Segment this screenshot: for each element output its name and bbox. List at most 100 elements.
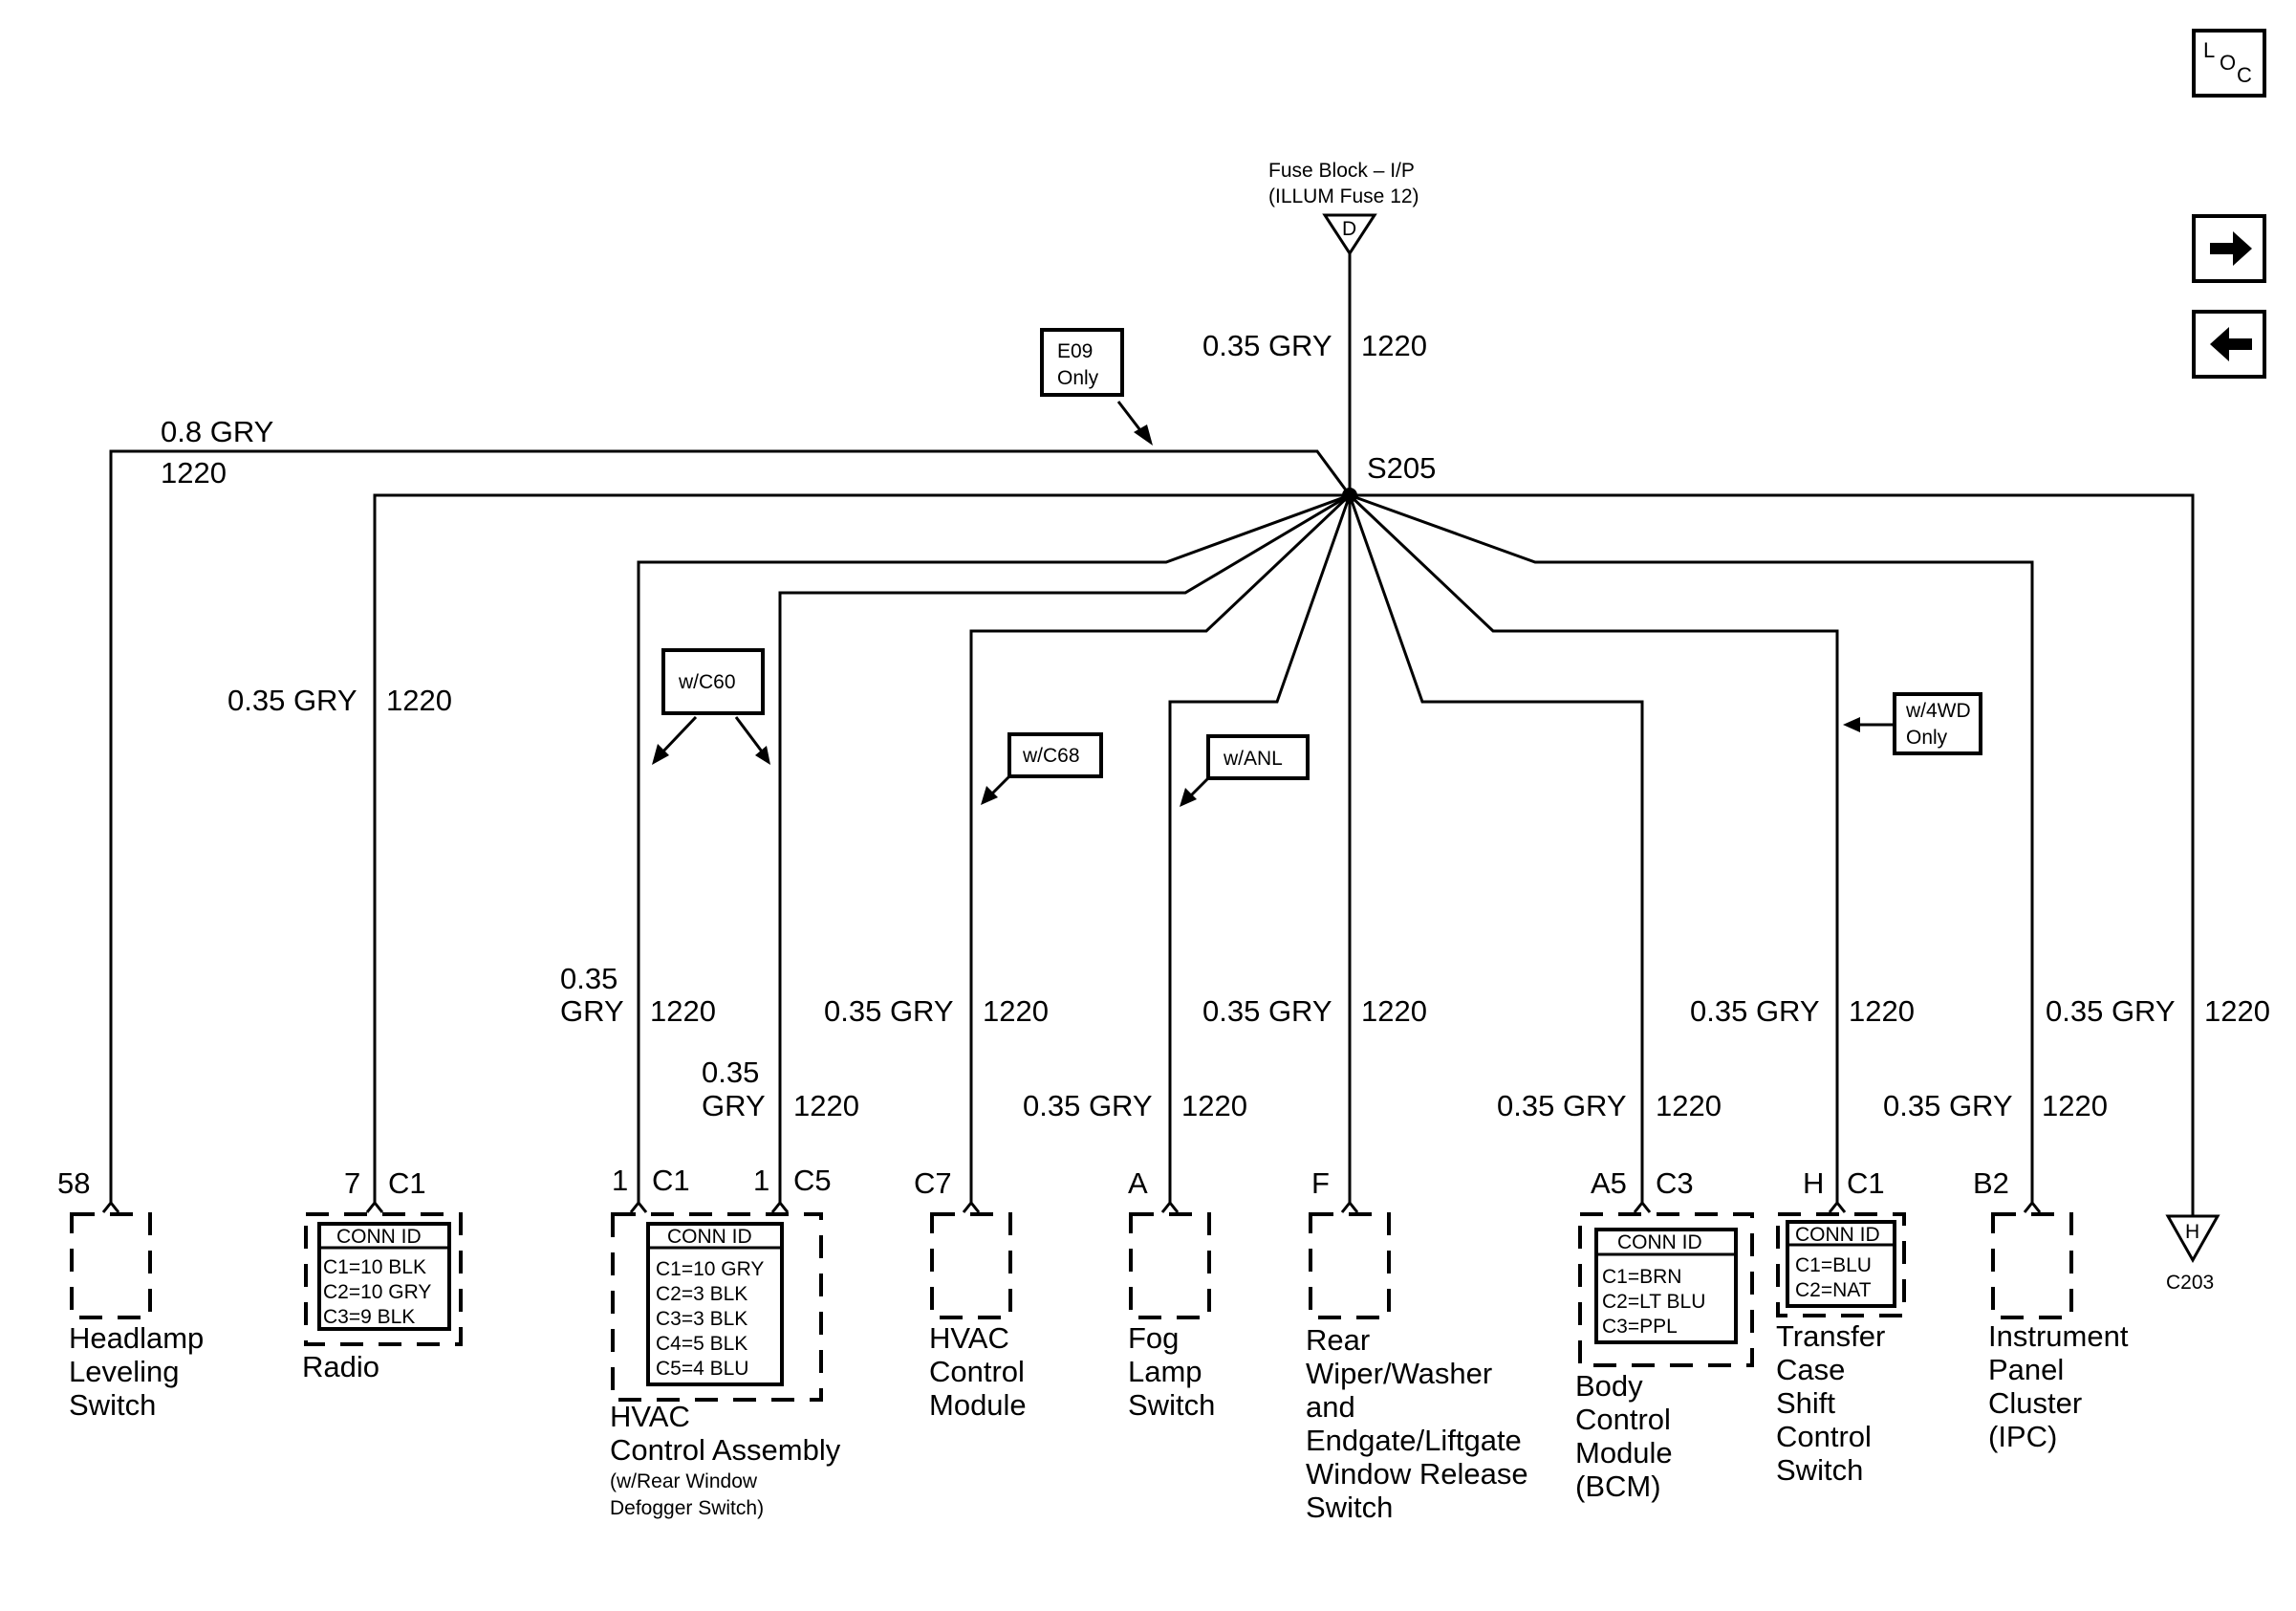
c203-terminal-label: H <box>2185 1221 2199 1243</box>
tcase-conn-id-2: C2=NAT <box>1795 1279 1872 1301</box>
bcm-pin-label: A5 <box>1591 1166 1627 1200</box>
bcm-conn-label: C3 <box>1656 1166 1694 1200</box>
hvac-conn-id-4: C4=5 BLK <box>656 1333 747 1355</box>
ipc-name-4: (IPC) <box>1988 1420 2057 1453</box>
wd4-arrowhead <box>1843 717 1860 732</box>
wire-hvac-module <box>969 493 1352 1205</box>
back-button[interactable] <box>2192 310 2266 379</box>
wire-fog-circuit: 1220 <box>1181 1089 1247 1122</box>
wire-hvac-c5-circuit: 1220 <box>793 1089 859 1122</box>
w-c60-box <box>661 648 765 715</box>
forward-button[interactable] <box>2192 214 2266 283</box>
wire-hvac-c5 <box>778 493 1351 1205</box>
ipc-pin-symbol <box>2023 1200 2042 1213</box>
radio-conn-label: C1 <box>388 1166 426 1200</box>
ipc-name-2: Panel <box>1988 1353 2064 1386</box>
wiper-name-1: Rear <box>1306 1323 1370 1357</box>
hvac-conn-id-2: C2=3 BLK <box>656 1283 747 1305</box>
wire-c203-size: 0.35 GRY <box>2046 994 2176 1028</box>
hvac-assy-note-2: Defogger Switch) <box>610 1497 764 1519</box>
headlamp-name-1: Headlamp <box>69 1321 204 1355</box>
hvac-c5-pin-label: 1 <box>753 1164 769 1197</box>
wiper-component-box <box>1309 1212 1391 1319</box>
wire-ipc-size: 0.35 GRY <box>1883 1089 2013 1122</box>
headlamp-name-2: Leveling <box>69 1355 179 1388</box>
w-4wd-label: w/4WD <box>1905 700 1971 722</box>
wire-hvac-module-circuit: 1220 <box>983 994 1049 1028</box>
hvac-conn-id-1: C1=10 GRY <box>656 1258 764 1280</box>
wire-fog-size: 0.35 GRY <box>1023 1089 1153 1122</box>
feed-wire-circuit: 1220 <box>1361 329 1427 362</box>
tcase-component-box <box>1776 1212 1906 1317</box>
hvac-module-name-2: Control <box>929 1355 1025 1388</box>
wire-fog <box>1168 494 1352 1205</box>
wiper-pin-label: F <box>1311 1166 1330 1200</box>
tcase-name-5: Switch <box>1776 1453 1863 1487</box>
w-anl-box <box>1206 734 1310 780</box>
wire-c203-circuit: 1220 <box>2204 994 2270 1028</box>
feed-wire-size: 0.35 GRY <box>1202 329 1332 362</box>
radio-component-box <box>304 1212 463 1346</box>
c203-label: C203 <box>2166 1272 2214 1294</box>
w-c68-box <box>1007 732 1103 778</box>
tcase-name-4: Control <box>1776 1420 1872 1453</box>
arrow-right-icon <box>2210 231 2252 266</box>
w-c68-label: w/C68 <box>1022 745 1080 767</box>
wire-headlamp-size: 0.8 GRY <box>161 415 273 448</box>
bcm-conn-id-3: C3=PPL <box>1602 1316 1678 1338</box>
svg-text:O: O <box>2220 51 2236 75</box>
hvac-assy-component-box <box>611 1212 823 1402</box>
radio-conn-id-1: C1=10 BLK <box>323 1256 426 1278</box>
wiper-name-4: Endgate/Liftgate <box>1306 1424 1522 1457</box>
c68-arrowhead <box>981 786 998 805</box>
tcase-pin-label: H <box>1803 1166 1824 1200</box>
arrow-left-icon <box>2210 327 2252 361</box>
fog-pin-symbol <box>1160 1200 1180 1213</box>
hvac-c1-pin-label: 1 <box>612 1164 628 1197</box>
headlamp-pin-symbol <box>101 1200 120 1213</box>
radio-pin-symbol <box>365 1200 384 1213</box>
wiper-pin-symbol <box>1340 1200 1359 1213</box>
c60-arrowhead-right <box>755 746 770 765</box>
tcase-conn-id-title: CONN ID <box>1795 1224 1880 1246</box>
wire-headlamp-circuit: 1220 <box>161 456 227 490</box>
wire-headlamp <box>109 449 1352 1205</box>
wire-tcase <box>1348 493 1839 1205</box>
headlamp-component-box <box>70 1212 152 1319</box>
w-anl-label: w/ANL <box>1223 748 1283 770</box>
radio-conn-id-3: C3=9 BLK <box>323 1306 415 1328</box>
loc-icon: L <box>2203 38 2215 62</box>
fuse-terminal-label: D <box>1342 218 1356 240</box>
radio-conn-id-box <box>317 1222 451 1331</box>
splice-label: S205 <box>1367 451 1436 485</box>
hvac-module-component-box <box>930 1212 1012 1319</box>
wire-bcm-circuit: 1220 <box>1656 1089 1722 1122</box>
ipc-component-box <box>1991 1212 2073 1319</box>
hvac-c5-conn-label: C5 <box>793 1164 832 1197</box>
bcm-name-3: Module <box>1575 1436 1673 1469</box>
svg-text:C: C <box>2237 63 2252 87</box>
tcase-conn-id-box <box>1786 1220 1896 1308</box>
wiper-name-5: Window Release <box>1306 1457 1528 1491</box>
hvac-module-name-1: HVAC <box>929 1321 1009 1355</box>
radio-pin-label: 7 <box>344 1166 360 1200</box>
anl-arrowhead <box>1180 788 1197 807</box>
bcm-name-4: (BCM) <box>1575 1469 1661 1503</box>
fog-name-1: Fog <box>1128 1321 1179 1355</box>
wire-wiper-size: 0.35 GRY <box>1202 994 1332 1028</box>
wire-tcase-size: 0.35 GRY <box>1690 994 1820 1028</box>
fog-pin-label: A <box>1128 1166 1148 1200</box>
anl-arrow <box>1189 776 1210 797</box>
bcm-conn-id-box <box>1594 1228 1738 1344</box>
c60-arrow-right <box>734 716 767 756</box>
w-4wd-only-label: Only <box>1906 727 1948 749</box>
hvac-assy-name-2: Control Assembly <box>610 1433 841 1467</box>
loc-button[interactable]: L O C <box>2192 29 2266 98</box>
c68-arrow <box>988 774 1011 797</box>
wire-ipc <box>1349 493 2034 1205</box>
tcase-name-3: Shift <box>1776 1386 1835 1420</box>
tcase-conn-id-1: C1=BLU <box>1795 1254 1872 1276</box>
wiper-name-2: Wiper/Washer <box>1306 1357 1492 1390</box>
wire-hvac-c1 <box>637 493 1351 1205</box>
